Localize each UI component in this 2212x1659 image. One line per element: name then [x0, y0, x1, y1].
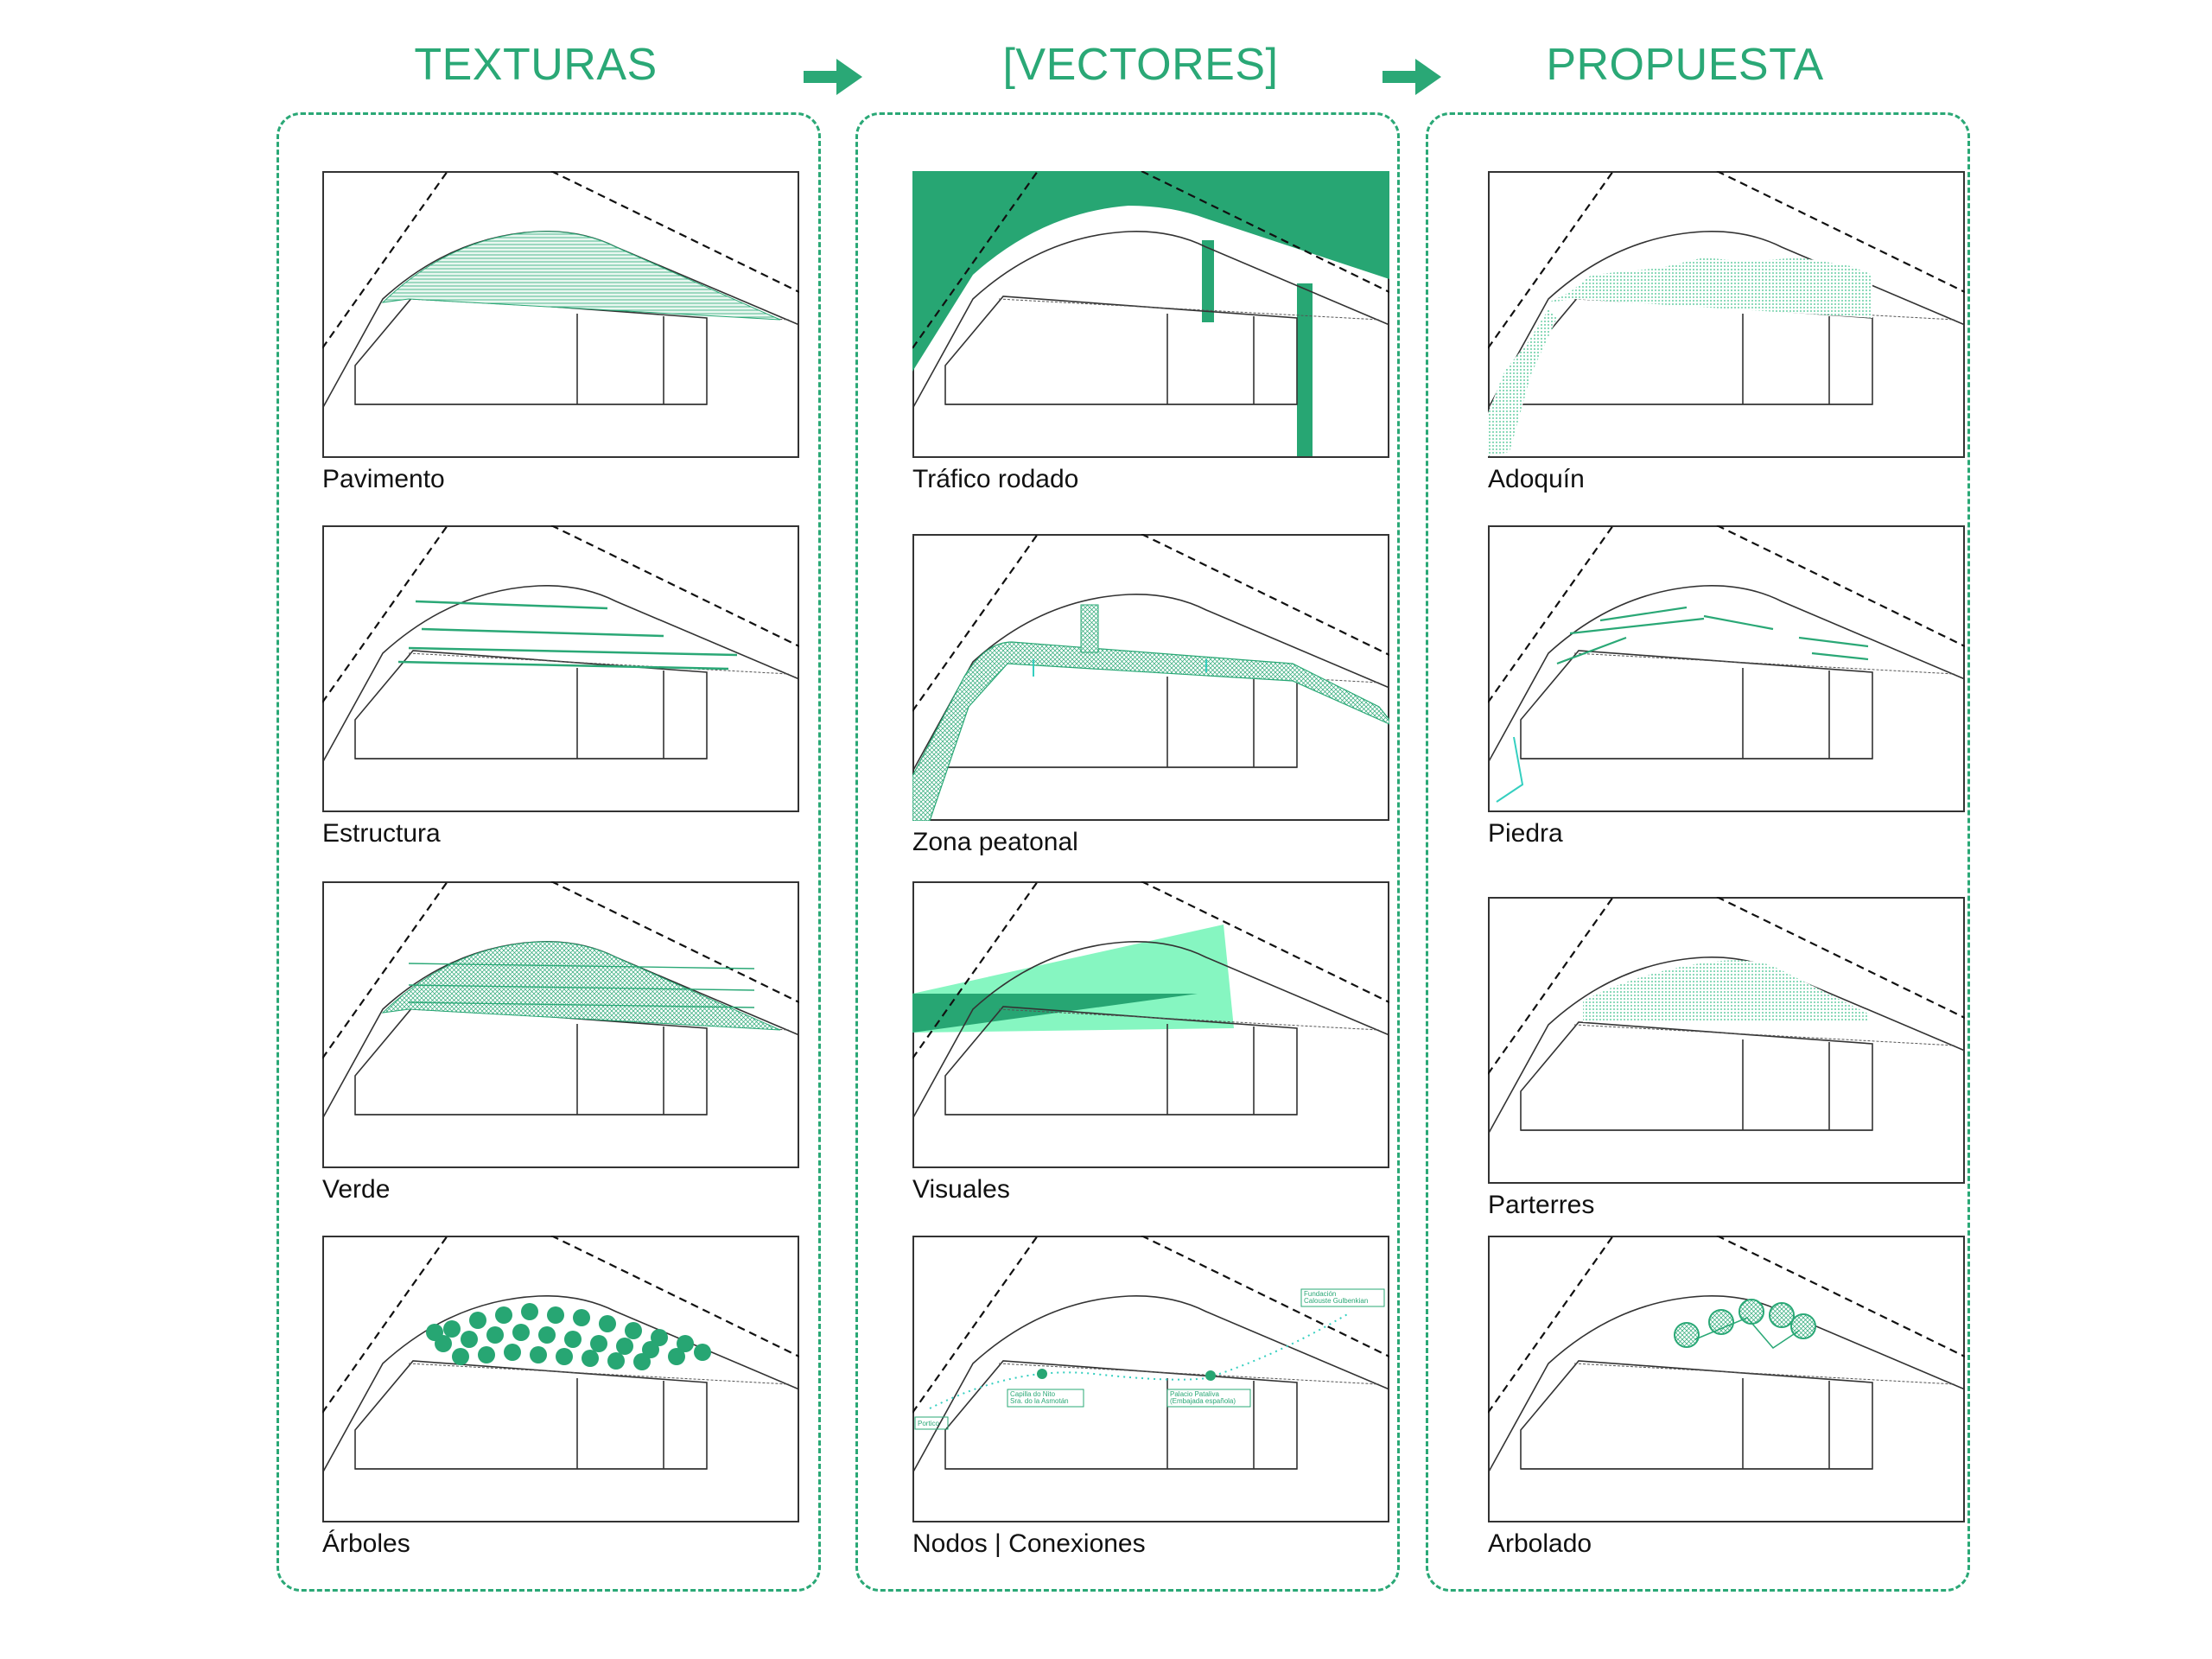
diagram-panel-estructura [322, 525, 799, 812]
node-label: Sra. do la Asmotán [1010, 1397, 1069, 1405]
overlay-parterres [1583, 960, 1868, 1022]
plan-zona-peatonal [912, 534, 1389, 821]
column-title-texturas: TEXTURAS [414, 40, 658, 90]
base-plan [1488, 897, 1965, 1135]
arrow-right-icon [804, 59, 862, 95]
node-label: Capilla do Nito [1010, 1390, 1056, 1398]
diagram-panel-verde [322, 881, 799, 1168]
overlay-trafico-rodado [912, 171, 1389, 456]
caption-nodos-conexiones: Nodos | Conexiones [912, 1529, 1146, 1558]
overlay-pavimento [381, 231, 781, 321]
plan-piedra [1488, 525, 1965, 812]
caption-visuales: Visuales [912, 1175, 1010, 1204]
node-label: Calouste Gulbenkian [1304, 1297, 1368, 1305]
propuesta-frame [1426, 112, 1970, 1592]
base-plan [912, 881, 1389, 1120]
plan-pavimento [322, 171, 799, 458]
overlay-adoquin [1488, 257, 1872, 456]
overlay-arboles [426, 1303, 711, 1370]
caption-zona-peatonal: Zona peatonal [912, 828, 1078, 856]
overlay-verde [381, 941, 781, 1031]
diagram-panel-arboles [322, 1236, 799, 1522]
caption-arbolado: Arbolado [1488, 1529, 1592, 1558]
caption-trafico-rodado: Tráfico rodado [912, 465, 1079, 493]
base-plan [912, 171, 1389, 410]
diagram-panel-zona-peatonal [912, 534, 1389, 821]
caption-adoquin: Adoquín [1488, 465, 1585, 493]
node-label: Fundación [1304, 1290, 1336, 1298]
plan-adoquin [1488, 171, 1965, 458]
column-title-vectores: [VECTORES] [1002, 40, 1279, 90]
diagram-panel-trafico-rodado [912, 171, 1389, 458]
caption-estructura: Estructura [322, 819, 441, 848]
arrow-right-icon [1382, 59, 1441, 95]
plan-arbolado [1488, 1236, 1965, 1522]
node-label: Portico [918, 1420, 939, 1427]
plan-verde [322, 881, 799, 1168]
caption-pavimento: Pavimento [322, 465, 445, 493]
base-plan [322, 1236, 799, 1474]
overlay-zona-peatonal [912, 604, 1389, 821]
plan-parterres [1488, 897, 1965, 1184]
overlay-estructura [397, 600, 738, 671]
overlay-piedra [1496, 606, 1869, 803]
overlay-arbolado [1674, 1299, 1816, 1349]
plan-trafico-rodado [912, 171, 1389, 458]
caption-parterres: Parterres [1488, 1191, 1595, 1219]
caption-piedra: Piedra [1488, 819, 1563, 848]
plan-visuales [912, 881, 1389, 1168]
texturas-frame [276, 112, 821, 1592]
plan-arboles [322, 1236, 799, 1522]
diagram-panel-pavimento [322, 171, 799, 458]
diagram-panel-parterres [1488, 897, 1965, 1184]
diagram-panel-piedra [1488, 525, 1965, 812]
caption-arboles: Árboles [322, 1529, 410, 1558]
column-title-propuesta: PROPUESTA [1546, 40, 1824, 90]
vectores-frame [855, 112, 1400, 1592]
plan-estructura [322, 525, 799, 812]
diagram-panel-arbolado [1488, 1236, 1965, 1522]
node-label: (Embajada española) [1170, 1397, 1236, 1405]
overlay-visuales [912, 925, 1234, 1033]
base-plan [1488, 525, 1965, 764]
diagram-panel-visuales [912, 881, 1389, 1168]
node-label: Palacio Pataliva [1170, 1390, 1219, 1398]
caption-verde: Verde [322, 1175, 391, 1204]
diagram-panel-adoquin [1488, 171, 1965, 458]
base-plan [322, 525, 799, 764]
